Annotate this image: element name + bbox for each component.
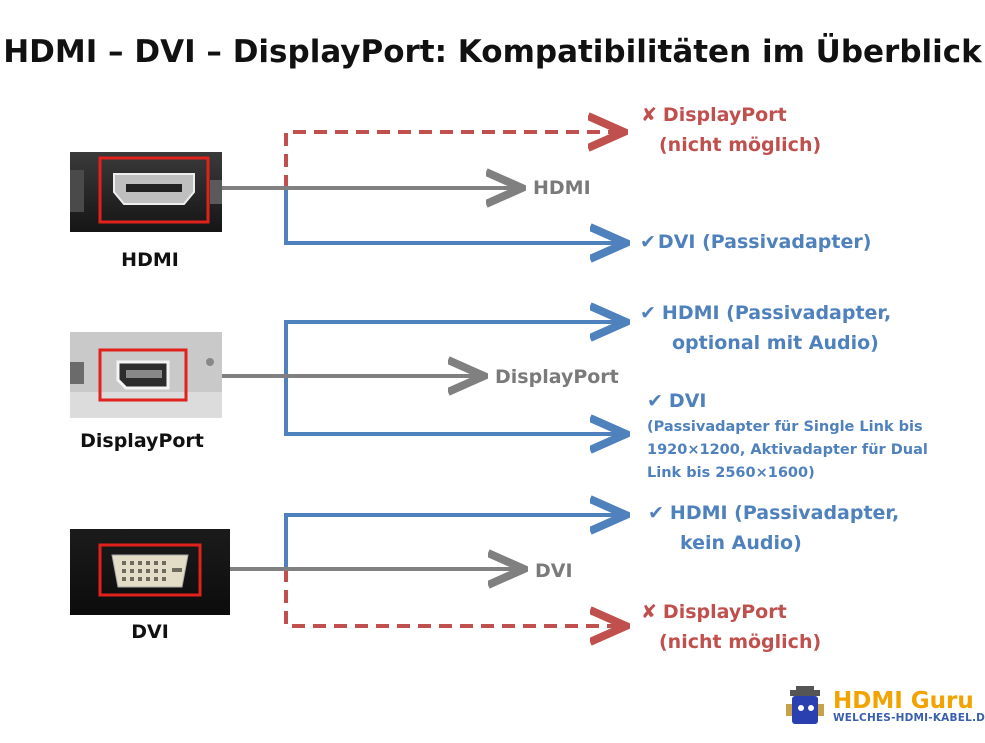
hdmi-to-dvi-line [284,188,622,243]
hdmi-target-label: HDMI [533,177,591,199]
hdmi-guru-mascot-icon [784,686,828,734]
logo-url: WELCHES-HDMI-KABEL.DE [833,712,985,724]
displayport-output-dvi-details: (Passivadapter für Single Link bis 1920×… [647,419,928,481]
dvi-output-hdmi: ✔HDMI (Passivadapter, kein Audio) [648,498,899,558]
displayport-target-label: DisplayPort [495,366,619,388]
displayport-to-hdmi-line [284,322,622,376]
dvi-to-hdmi-line [284,515,622,569]
hdmi-output-displayport: ✘DisplayPort (nicht möglich) [641,100,821,160]
check-icon: ✔ [640,231,656,253]
logo-name: HDMI Guru [833,688,974,714]
dvi-port-photo [70,529,230,615]
hdmi-caption: HDMI [121,249,179,271]
dvi-to-displayport-line [284,569,622,626]
displayport-to-dvi-line [284,376,622,434]
dvi-caption: DVI [131,621,169,643]
cross-icon: ✘ [641,104,657,126]
page-title: HDMI – DVI – DisplayPort: Kompatibilität… [3,34,982,70]
dvi-output-displayport: ✘DisplayPort (nicht möglich) [641,597,821,657]
displayport-caption: DisplayPort [80,430,204,452]
displayport-output-hdmi: ✔HDMI (Passivadapter, optional mit Audio… [640,298,891,358]
check-icon: ✔ [648,502,664,524]
cross-icon: ✘ [641,601,657,623]
hdmi-output-dvi: ✔DVI (Passivadapter) [640,227,871,257]
displayport-output-dvi: ✔DVI [647,386,706,416]
hdmi-port-photo [70,152,222,232]
displayport-port-photo [70,332,222,418]
check-icon: ✔ [640,302,656,324]
dvi-target-label: DVI [535,560,573,582]
check-icon: ✔ [647,390,663,412]
hdmi-to-displayport-line [284,132,620,188]
